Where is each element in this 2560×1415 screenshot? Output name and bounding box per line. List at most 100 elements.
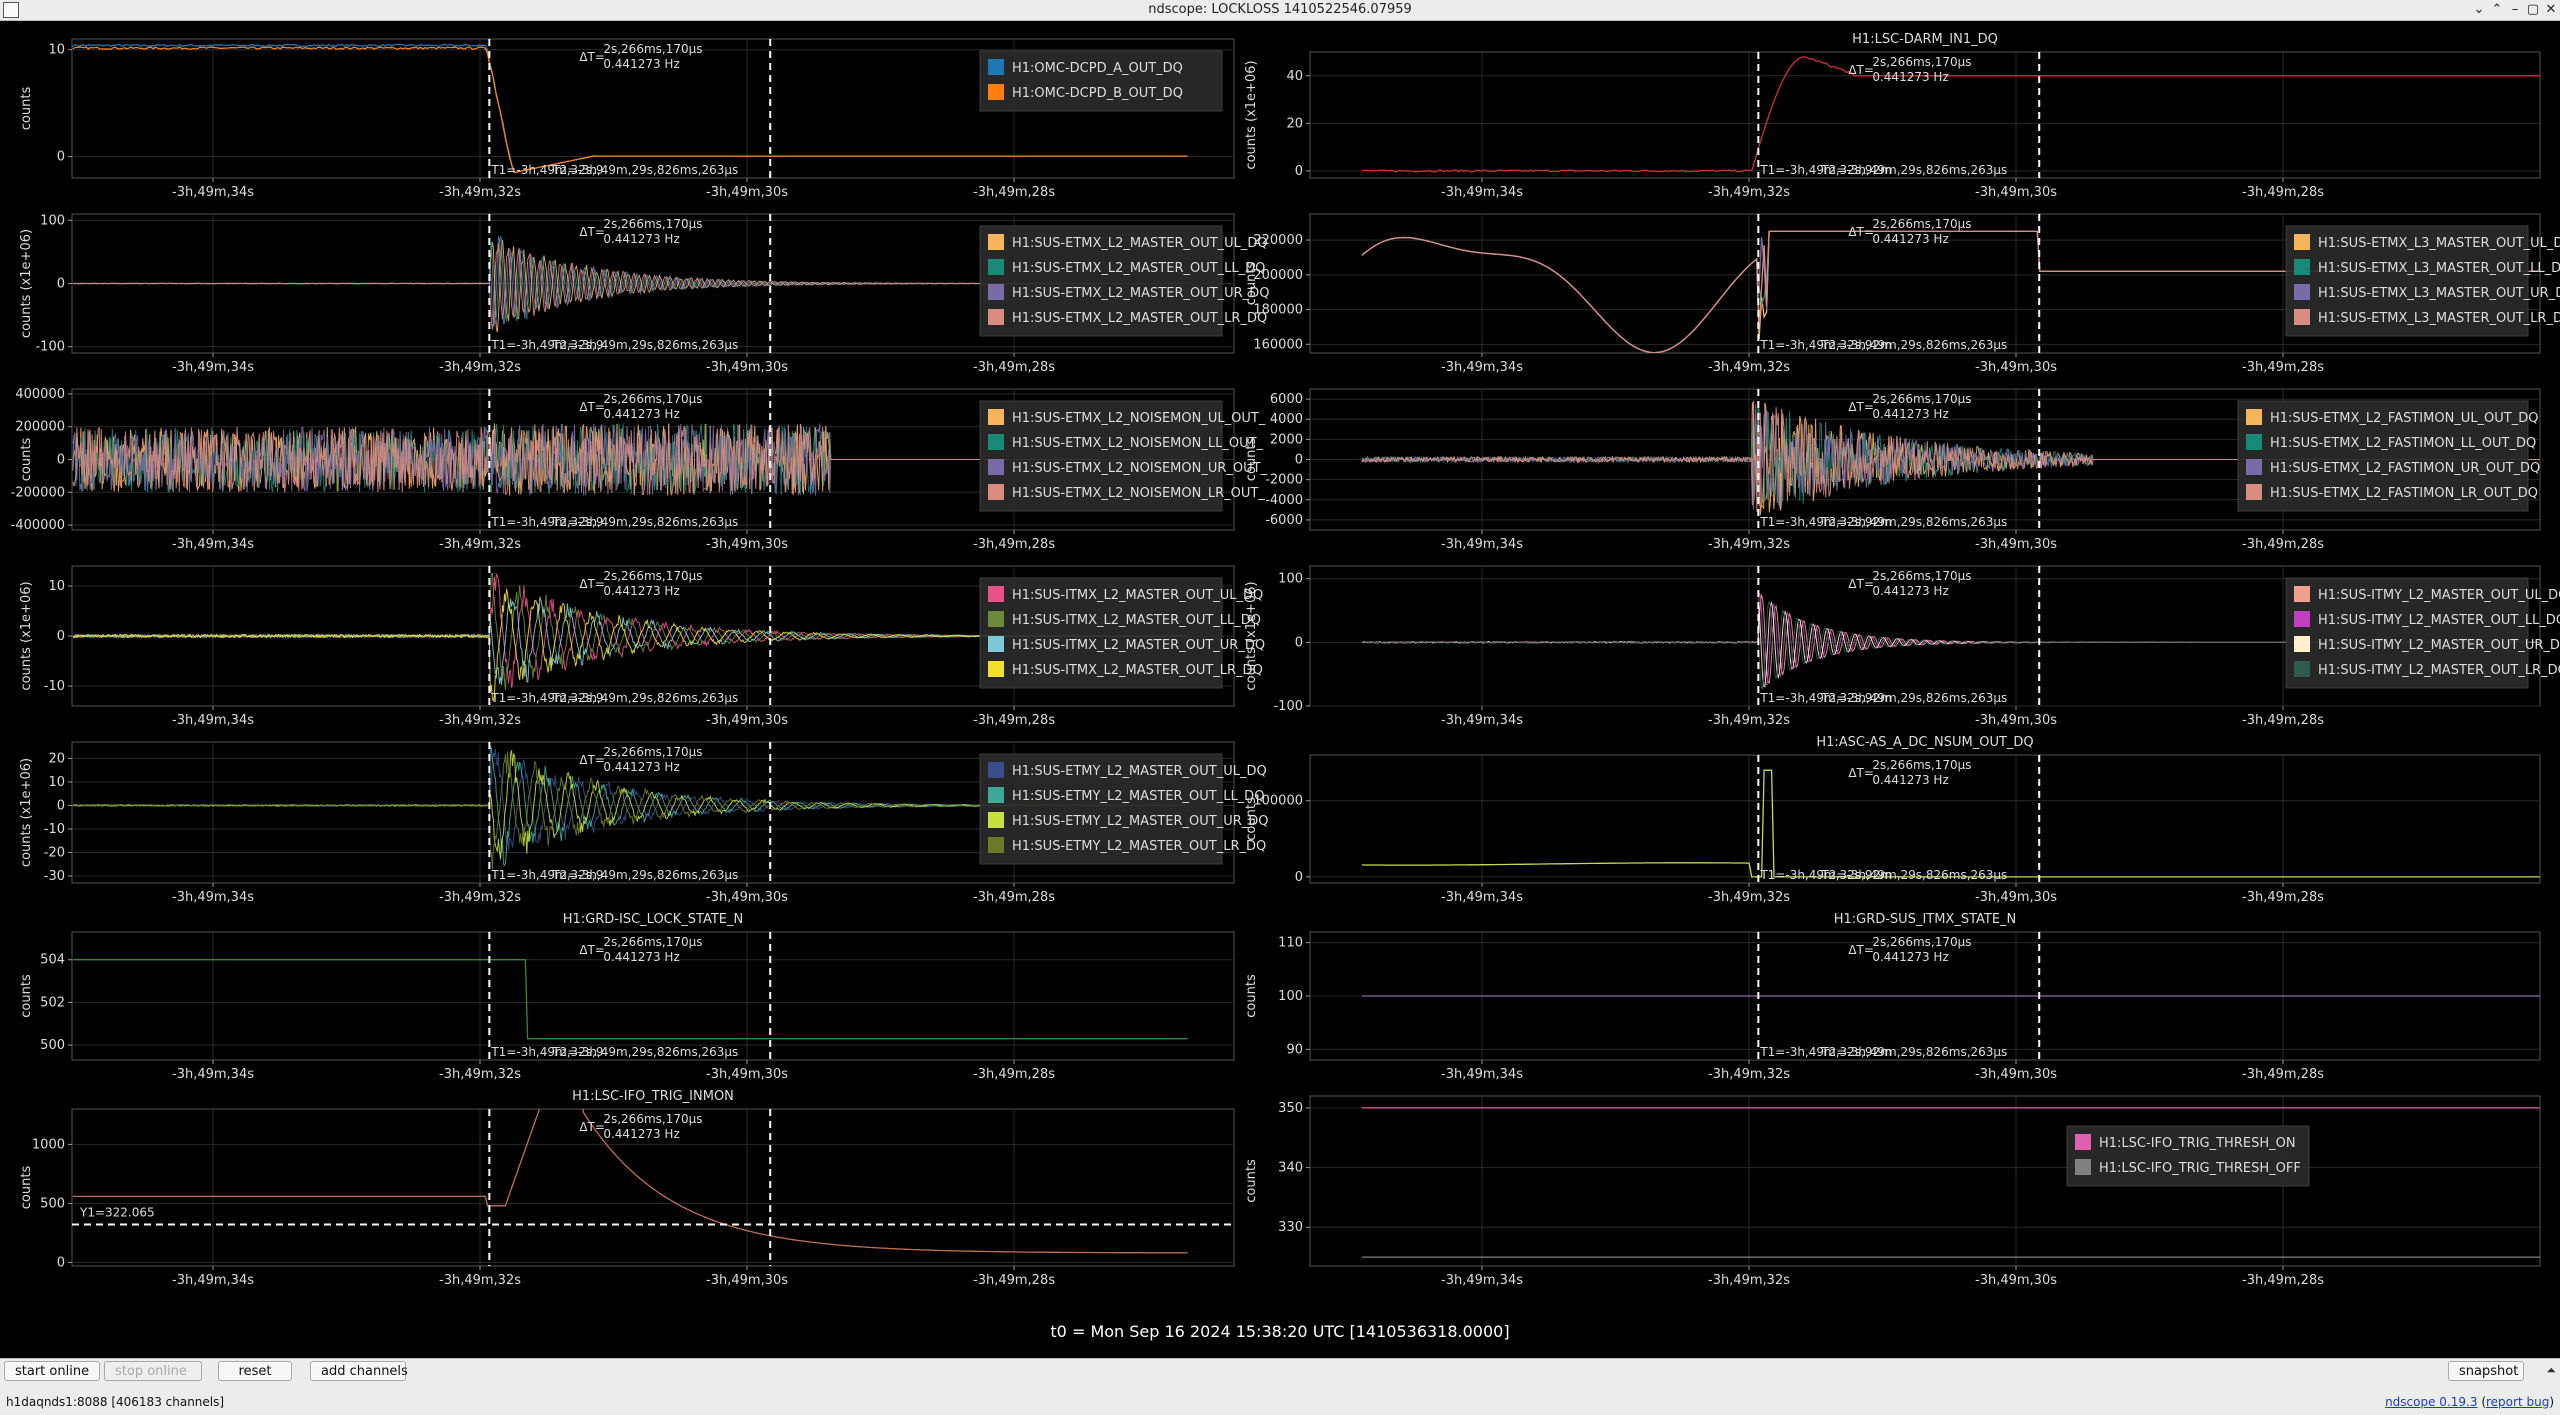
legend-label: H1:SUS-ETMX_L3_MASTER_OUT_LL_DQ (2318, 261, 2560, 276)
dt-freq: 0.441273 Hz (1872, 950, 1948, 964)
legend-label: H1:LSC-IFO_TRIG_THRESH_ON (2099, 1136, 2296, 1151)
t1-label: T1=-3h,49m,32s,9 (490, 691, 603, 705)
close-icon[interactable]: ✕ (2545, 2, 2557, 17)
report-bug-link[interactable]: report bug (2486, 1395, 2550, 1409)
plot-p10[interactable]: H1:ASC-AS_A_DC_NSUM_OUT_DQ-3h,49m,34s-3h… (1244, 735, 2560, 905)
plot-grid[interactable]: -3h,49m,34s -3h,49m,32s -3h,49m,30s -3h,49m… (0, 20, 2560, 1310)
x-tick-label: -3h,49m,34s (172, 360, 254, 375)
t2-label: T2=-3h,49m,29s,826ms,263µs (551, 163, 738, 177)
plot-p12[interactable]: H1:GRD-SUS_ITMX_STATE_N-3h,49m,34s-3h,49… (1244, 912, 2560, 1082)
dt-value: 2s,266ms,170µs (603, 1112, 702, 1126)
plot-title: H1:LSC-DARM_IN1_DQ (1852, 32, 1998, 47)
y-axis-label: counts (19, 1166, 34, 1210)
plot-p1[interactable]: -3h,49m,34s-3h,49m,32s-3h,49m,30s-3h,49m… (19, 38, 1235, 200)
plot-frame[interactable] (1309, 1095, 2541, 1267)
x-tick-label: -3h,49m,28s (973, 890, 1055, 905)
legend-label: H1:SUS-ETMX_L2_NOISEMON_LR_OUT_ (1012, 486, 1265, 501)
series-group (72, 959, 1188, 1040)
legend-label: H1:SUS-ETMX_L2_MASTER_OUT_LR_DQ (1012, 311, 1267, 326)
chevron-down-icon[interactable]: ⌄ (2473, 2, 2485, 17)
x-tick-label: -3h,49m,30s (706, 1067, 788, 1082)
legend-swatch (988, 611, 1004, 627)
plot-p2[interactable]: H1:LSC-DARM_IN1_DQ-3h,49m,34s-3h,49m,32s… (1244, 32, 2560, 200)
plot-frame[interactable] (1309, 754, 2541, 884)
snapshot-button[interactable]: snapshot (2448, 1361, 2524, 1381)
legend-swatch (2294, 636, 2310, 652)
plot-p13[interactable]: H1:LSC-IFO_TRIG_INMON-3h,49m,34s-3h,49m,… (19, 1089, 1235, 1288)
maximize-icon[interactable]: ▢ (2526, 2, 2540, 17)
reset-button[interactable]: reset (218, 1361, 292, 1381)
y-tick-label: -400000 (11, 518, 65, 533)
add-channels-button[interactable]: add channels (310, 1361, 408, 1381)
legend-box (979, 225, 1223, 337)
legend-label: H1:SUS-ETMX_L2_MASTER_OUT_UL_DQ (1012, 236, 1268, 251)
plot-frame[interactable] (71, 1108, 1235, 1267)
minimize-icon[interactable]: – (2511, 2, 2519, 17)
legend-swatch (2075, 1159, 2091, 1175)
t2-label: T2=-3h,49m,29s,826ms,263µs (551, 1045, 738, 1059)
paren-close: ) (2549, 1395, 2554, 1409)
plot-p5[interactable]: -3h,49m,34s-3h,49m,32s-3h,49m,30s-3h,49m… (11, 387, 1268, 552)
version-link[interactable]: ndscope 0.19.3 (2385, 1395, 2478, 1409)
series-line (72, 959, 1188, 1040)
legend-swatch (2294, 309, 2310, 325)
plot-p4[interactable]: -3h,49m,34s-3h,49m,32s-3h,49m,30s-3h,49m… (1244, 213, 2560, 375)
x-tick-label: -3h,49m,34s (1441, 713, 1523, 728)
legend-label: H1:OMC-DCPD_B_OUT_DQ (1012, 86, 1183, 101)
legend-swatch (2246, 484, 2262, 500)
plot-p7[interactable]: -3h,49m,34s-3h,49m,32s-3h,49m,30s-3h,49m… (19, 565, 1265, 728)
plot-p8[interactable]: -3h,49m,34s-3h,49m,32s-3h,49m,30s-3h,49m… (1244, 565, 2560, 728)
t1-label: T1=-3h,49m,32s,92m (1759, 338, 1891, 352)
x-tick-label: -3h,49m,32s (439, 360, 521, 375)
start-online-button[interactable]: start online (4, 1361, 100, 1381)
legend-swatch (2246, 434, 2262, 450)
legend-label: H1:SUS-ETMX_L2_FASTIMON_UL_OUT_DQ (2270, 411, 2539, 426)
y-tick-label: 6000 (1270, 392, 1303, 407)
legend-label: H1:SUS-ETMX_L2_FASTIMON_LR_OUT_DQ (2270, 486, 2538, 501)
legend-swatch (988, 586, 1004, 602)
series-group (72, 43, 1188, 174)
plot-frame[interactable] (1309, 51, 2541, 179)
t1-label: T1=-3h,49m,32s,92m (1759, 163, 1891, 177)
plot-title: H1:GRD-ISC_LOCK_STATE_N (563, 912, 743, 927)
y-tick-label: 0 (57, 277, 65, 292)
plot-p6[interactable]: -3h,49m,34s-3h,49m,32s-3h,49m,30s-3h,49m… (1244, 388, 2560, 552)
t1-label: T1=-3h,49m,32s,9 (490, 515, 603, 529)
x-tick-label: -3h,49m,32s (439, 537, 521, 552)
plot-p14[interactable]: -3h,49m,34s-3h,49m,32s-3h,49m,30s-3h,49m… (1244, 1095, 2560, 1288)
collapse-icon[interactable]: ⏶ (2546, 1363, 2556, 1377)
x-tick-label: -3h,49m,28s (2242, 185, 2324, 200)
plot-p9[interactable]: -3h,49m,34s-3h,49m,32s-3h,49m,30s-3h,49m… (19, 741, 1269, 905)
legend-swatch (2246, 409, 2262, 425)
x-tick-label: -3h,49m,28s (2242, 890, 2324, 905)
legend-swatch (2294, 234, 2310, 250)
legend-swatch (988, 309, 1004, 325)
y-tick-label: 2000 (1270, 432, 1303, 447)
x-tick-label: -3h,49m,28s (973, 185, 1055, 200)
y-tick-label: 10 (48, 43, 65, 58)
x-tick-label: -3h,49m,30s (1975, 360, 2057, 375)
x-tick-label: -3h,49m,32s (1708, 360, 1790, 375)
legend-swatch (988, 284, 1004, 300)
legend-label: H1:SUS-ITMY_L2_MASTER_OUT_UL_DQ (2318, 588, 2560, 603)
stop-online-button[interactable]: stop online (104, 1361, 202, 1381)
x-tick-label: -3h,49m,30s (1975, 185, 2057, 200)
x-tick-label: -3h,49m,30s (1975, 1067, 2057, 1082)
chevron-up-icon[interactable]: ⌃ (2491, 2, 2503, 17)
plot-p3[interactable]: -3h,49m,34s-3h,49m,32s-3h,49m,30s-3h,49m… (19, 213, 1269, 375)
legend-label: H1:SUS-ITMY_L2_MASTER_OUT_LR_DQ (2318, 663, 2560, 678)
legend-label: H1:SUS-ETMX_L2_MASTER_OUT_UR_DQ (1012, 286, 1269, 301)
legend-swatch (988, 661, 1004, 677)
legend-label: H1:SUS-ITMX_L2_MASTER_OUT_UR_DQ (1012, 638, 1265, 653)
x-tick-label: -3h,49m,28s (973, 537, 1055, 552)
x-tick-label: -3h,49m,30s (706, 890, 788, 905)
x-tick-label: -3h,49m,28s (2242, 537, 2324, 552)
dt-label: ΔT= (1848, 577, 1874, 591)
y-tick-label: 400000 (15, 387, 65, 402)
plot-p11[interactable]: H1:GRD-ISC_LOCK_STATE_N-3h,49m,34s-3h,49… (19, 912, 1235, 1082)
legend-swatch (988, 234, 1004, 250)
plots-canvas[interactable]: -3h,49m,34s -3h,49m,32s -3h,49m,30s -3h,49m… (0, 20, 2560, 1310)
legend-swatch (988, 812, 1004, 828)
x-tick-label: -3h,49m,32s (439, 185, 521, 200)
t2-label: T2=-3h,49m,29s,826ms,263µs (1820, 163, 2007, 177)
